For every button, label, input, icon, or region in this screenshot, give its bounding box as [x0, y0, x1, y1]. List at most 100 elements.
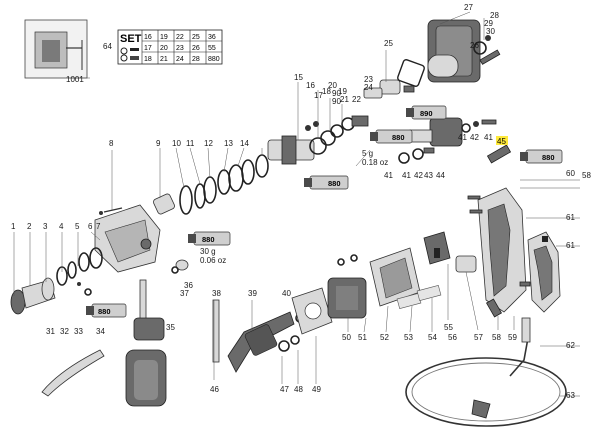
weight-notes: 5 g 0.18 oz 30 g 0.06 oz	[200, 149, 388, 265]
part-label: 53	[404, 333, 413, 342]
gear-assembly-right	[398, 117, 512, 164]
part-label: 90	[332, 97, 341, 106]
set-table-cell: 880	[208, 56, 220, 63]
part-label: 27	[464, 3, 473, 12]
part-label: 22	[352, 95, 361, 104]
tube-icon	[130, 56, 139, 60]
part-label: 7	[96, 222, 101, 231]
part-label: 38	[212, 289, 221, 298]
part-label: 4	[59, 222, 64, 231]
part-label: 41	[484, 133, 493, 142]
part-label: 50	[342, 333, 351, 342]
part-label: 1001	[66, 75, 84, 84]
part-label: 42	[470, 133, 479, 142]
set-table-cell: 19	[160, 34, 168, 41]
grease-tube: 880	[520, 149, 563, 164]
part-label: 20	[328, 81, 337, 90]
svg-text:880: 880	[98, 307, 111, 316]
part-label: 28	[490, 11, 499, 20]
weight-line: 0.06 oz	[200, 256, 226, 265]
motor-housing-top	[363, 19, 501, 99]
part-label: 33	[74, 327, 83, 336]
part-label: 40	[282, 289, 291, 298]
part-label: 54	[428, 333, 437, 342]
set-table-cell: 26	[192, 45, 200, 52]
part-label: 19	[338, 87, 347, 96]
part-label: 35	[166, 323, 175, 332]
part-label: 29	[484, 19, 493, 28]
leader-lines	[13, 11, 580, 397]
part-label: 13	[224, 139, 233, 148]
screw-icon	[130, 48, 139, 51]
hammer-tube-rings	[153, 154, 269, 215]
svg-text:880: 880	[392, 133, 405, 142]
part-label: 11	[186, 139, 195, 148]
set-table-cell: 23	[176, 45, 184, 52]
part-label: 56	[448, 333, 457, 342]
set-table-cell: 24	[176, 56, 184, 63]
part-label: 55	[444, 323, 453, 332]
part-label: 49	[312, 385, 321, 394]
grease-tubes: 880 880 880 880 880 890	[86, 105, 563, 318]
part-label: 30	[486, 27, 495, 36]
set-table-cell: 25	[192, 34, 200, 41]
part-label: 41	[402, 171, 411, 180]
highlighted-part-45: 45	[496, 136, 508, 146]
part-label: 51	[358, 333, 367, 342]
part-label: 10	[172, 139, 181, 148]
gear-shaft-assembly	[267, 115, 369, 165]
svg-text:880: 880	[328, 179, 341, 188]
part-label: 61	[566, 241, 575, 250]
part-label: 5	[75, 222, 80, 231]
set-table-cell: 21	[160, 56, 168, 63]
part-label: 2	[27, 222, 32, 231]
part-label: 15	[294, 73, 303, 82]
chuck-assembly	[10, 247, 103, 315]
part-label: 57	[474, 333, 483, 342]
part-label: 58	[492, 333, 501, 342]
washer-icon	[120, 47, 128, 55]
part-label: 31	[46, 327, 55, 336]
part-label: 44	[436, 171, 445, 180]
part-label: 23	[364, 75, 373, 84]
part-label: 32	[60, 327, 69, 336]
part-label: 48	[294, 385, 303, 394]
part-label: 63	[566, 391, 575, 400]
part-label: 61	[566, 213, 575, 222]
weight-line: 0.18 oz	[362, 158, 388, 167]
part-label: 8	[109, 139, 114, 148]
part-label: 21	[340, 95, 349, 104]
part-label: 43	[424, 171, 433, 180]
set-table-cell: 55	[208, 45, 216, 52]
part-label: 34	[96, 327, 105, 336]
handle-assembly	[467, 187, 561, 318]
part-label: 17	[314, 91, 323, 100]
depth-stop-side-handle	[41, 259, 189, 407]
part-label: 90	[332, 89, 341, 98]
ring-icon	[120, 54, 128, 62]
part-label: 58	[582, 171, 591, 180]
svg-text:880: 880	[542, 153, 555, 162]
part-label: 47	[280, 385, 289, 394]
set-table-cell: 18	[144, 56, 152, 63]
part-label: 41	[458, 133, 467, 142]
set-table-cell: 20	[160, 45, 168, 52]
set-table-cell: 17	[144, 45, 152, 52]
inset-detail	[24, 19, 90, 79]
part-label: 16	[306, 81, 315, 90]
weight-line: 30 g	[200, 247, 216, 256]
grease-tube: 880	[304, 175, 349, 190]
part-label: 26	[470, 41, 479, 50]
part-label: 59	[508, 333, 517, 342]
power-cable	[405, 317, 567, 427]
part-label: 36	[184, 281, 193, 290]
part-label: 60	[566, 169, 575, 178]
part-label: 39	[248, 289, 257, 298]
part-label: 52	[380, 333, 389, 342]
grease-tube: 880	[188, 231, 231, 246]
part-label: 6	[88, 222, 93, 231]
grease-tube: 880	[370, 129, 413, 144]
